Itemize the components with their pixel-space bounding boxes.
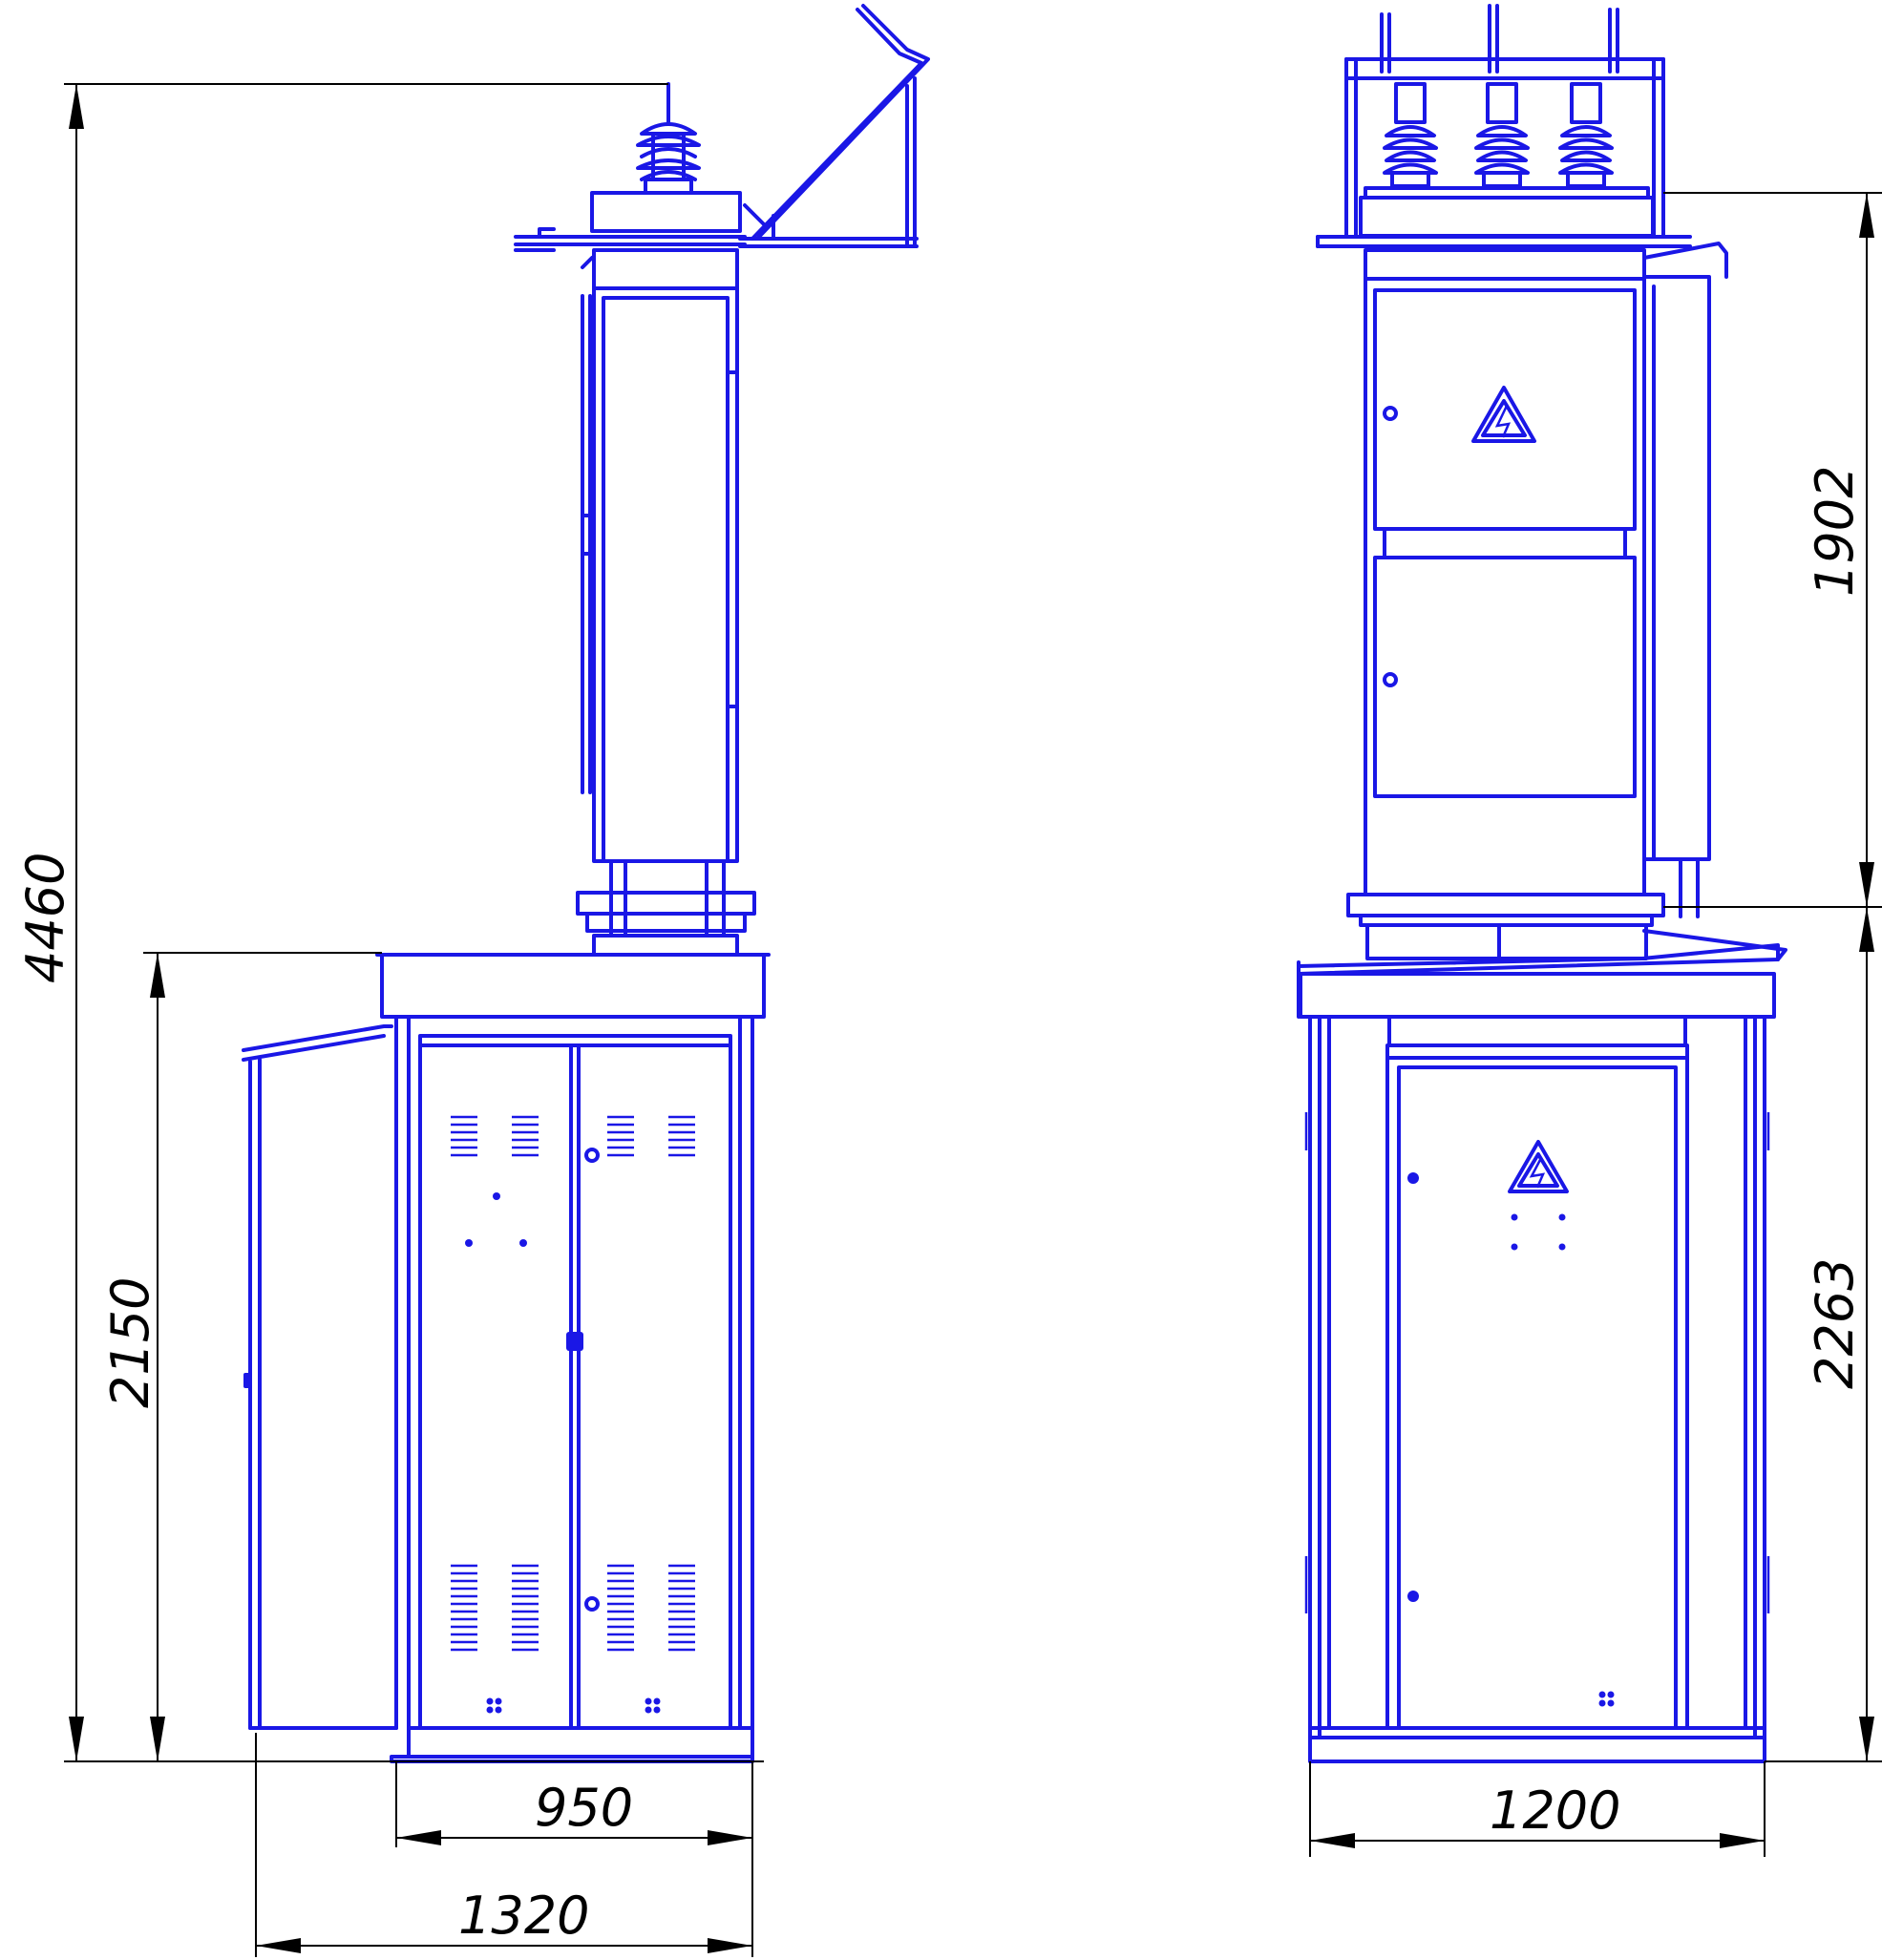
front-top-frame [1316, 57, 1692, 248]
side-upper-body [576, 248, 756, 957]
dimension-base-width-label: 950 [535, 1778, 633, 1838]
side-bracket [738, 4, 930, 248]
dimension-lines: 4460 2150 950 1320 1902 2263 1200 [15, 83, 1882, 1957]
front-bushings [1380, 4, 1619, 188]
dimension-front-width [1309, 1761, 1766, 1857]
front-lower-panel [1373, 556, 1637, 798]
side-lower-cabinet [375, 953, 771, 1763]
front-roof [1297, 929, 1787, 1019]
side-extension-box [242, 1024, 398, 1730]
front-lower-cabinet [1304, 1015, 1770, 1763]
dimension-total-height [64, 83, 764, 1762]
dimension-cabinet-height-side-label: 2150 [100, 1277, 160, 1408]
side-upper-louvers [451, 1115, 695, 1157]
dimension-overall-width [255, 1733, 752, 1957]
high-voltage-warning-icon [1508, 1140, 1569, 1193]
dimension-overall-width-label: 1320 [458, 1886, 589, 1946]
dimension-upper-height-front [1663, 192, 1882, 908]
side-top-cap [590, 191, 742, 233]
dimension-cabinet-height-front-label: 2263 [1805, 1258, 1865, 1389]
dimension-upper-height-front-label: 1902 [1805, 466, 1865, 597]
side-bushing [636, 82, 701, 195]
side-view [242, 4, 930, 1763]
side-lower-louvers [451, 1564, 695, 1652]
high-voltage-warning-icon [1471, 386, 1536, 443]
dimension-cabinet-height-front [1765, 907, 1882, 1762]
side-roof-slab [380, 953, 766, 1019]
front-view [1297, 4, 1787, 1763]
dimension-cabinet-height-side [143, 952, 382, 1761]
dimension-base-width [395, 1761, 753, 1957]
dimension-total-height-label: 4460 [15, 853, 75, 983]
dimension-front-width-label: 1200 [1490, 1781, 1620, 1841]
front-upper-body [1346, 242, 1728, 960]
